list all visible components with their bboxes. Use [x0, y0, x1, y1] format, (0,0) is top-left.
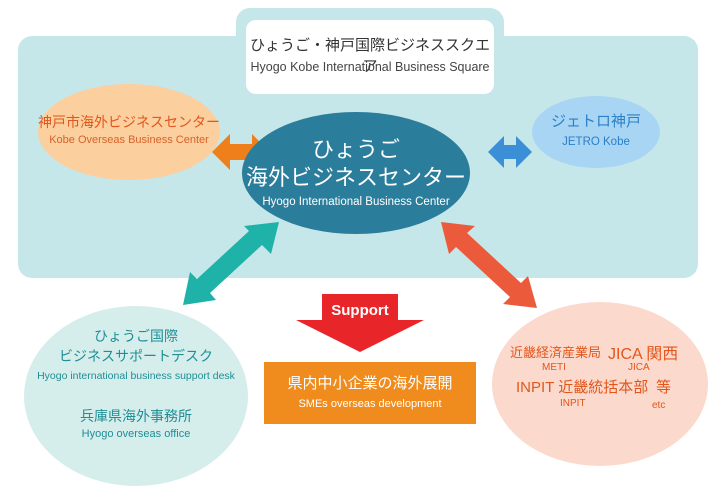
kobe-overseas-business-center: 神戸市海外ビジネスセンター Kobe Overseas Business Cen… [38, 84, 220, 180]
jetro-kobe: ジェトロ神戸 JETRO Kobe [532, 96, 660, 168]
etc-en: etc [652, 400, 666, 411]
sme-overseas-development-box: 県内中小企業の海外展開 SMEs overseas development [264, 362, 476, 424]
inpit-name-jp: INPIT 近畿統括本部 [516, 379, 649, 396]
support-desk-group: ひょうご国際 ビジネスサポートデスク Hyogo international b… [24, 306, 248, 486]
jetro-name-en: JETRO Kobe [562, 136, 630, 148]
hub-desk-arrow [183, 222, 279, 305]
business-square-title-en: Hyogo Kobe International Business Square [250, 60, 490, 74]
business-square-title-jp: ひょうご・神戸国際ビジネススクエア [249, 37, 490, 75]
kobe-center-name-en: Kobe Overseas Business Center [49, 134, 209, 146]
desk-name-en: Hyogo international business support des… [37, 370, 235, 382]
meti-name-jp: 近畿経済産業局 [510, 345, 602, 360]
etc-jp: 等 [656, 379, 672, 396]
hub-name-jp-line2: 海外ビジネスセンター [245, 165, 466, 190]
business-square-title-box: ひょうご・神戸国際ビジネススクエア Hyogo Kobe Internation… [246, 20, 494, 94]
desk-name-jp-line2: ビジネスサポートデスク [59, 348, 213, 364]
hub-name-en: Hyogo International Business Center [262, 196, 450, 208]
support-arrow [296, 294, 424, 352]
jica-name-en: JICA [628, 362, 650, 373]
jica-name-jp: JICA 関西 [608, 346, 679, 363]
hyogo-international-business-center: ひょうご 海外ビジネスセンター Hyogo International Busi… [242, 112, 470, 234]
kobe-center-name-jp: 神戸市海外ビジネスセンター [38, 114, 220, 130]
sme-title-en: SMEs overseas development [298, 398, 442, 410]
inpit-name-en: INPIT [560, 398, 586, 409]
support-label: Support [331, 302, 389, 319]
jetro-hub-arrow [488, 136, 532, 168]
desk-name-jp-line1: ひょうご国際 [94, 328, 178, 344]
hub-name-jp-line1: ひょうご [311, 137, 400, 162]
hub-partners-arrow [441, 222, 537, 308]
overseas-office-name-en: Hyogo overseas office [81, 428, 191, 440]
overseas-office-name-jp: 兵庫県海外事務所 [80, 408, 192, 424]
jetro-name-jp: ジェトロ神戸 [550, 113, 641, 130]
partner-organizations-group: 近畿経済産業局 METI JICA 関西 JICA INPIT 近畿統括本部 I… [492, 302, 708, 466]
meti-name-en: METI [542, 362, 566, 373]
sme-title-jp: 県内中小企業の海外展開 [287, 375, 453, 392]
